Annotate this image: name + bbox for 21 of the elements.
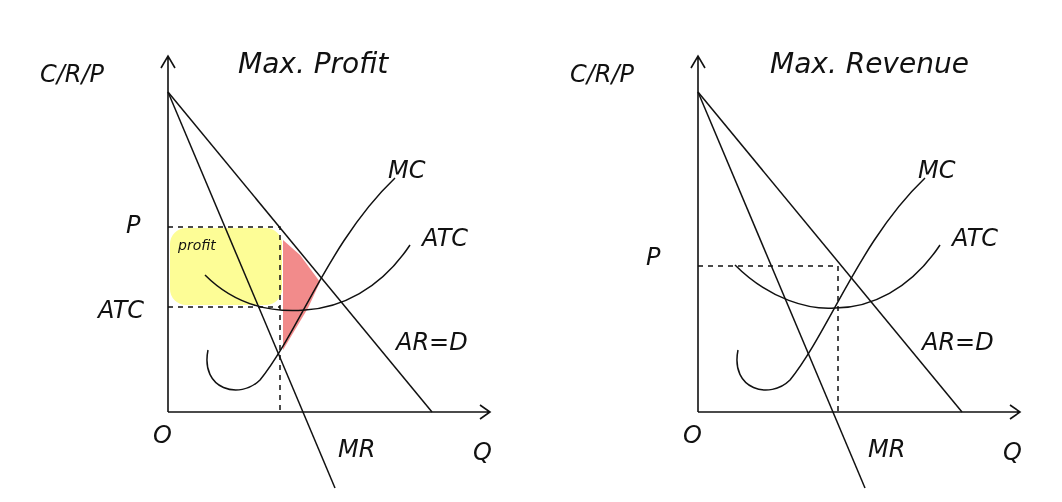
axis-label: AR=D: [922, 330, 994, 354]
axis-label: Q: [1003, 440, 1022, 464]
axis-label: MR: [338, 437, 376, 461]
axis-label: O: [683, 423, 702, 447]
graph-heading: Max. Profit: [238, 50, 389, 78]
axis-label: MC: [918, 158, 956, 182]
axis-label: C/R/P: [40, 62, 105, 86]
axis-label: MC: [388, 158, 426, 182]
area-label: profit: [178, 238, 216, 252]
axis-label: C/R/P: [570, 62, 635, 86]
axis-label: P: [646, 245, 661, 269]
profit-area: [170, 228, 282, 305]
axis-label: AR=D: [396, 330, 468, 354]
graph-heading: Max. Revenue: [770, 50, 969, 78]
axis-label: Q: [473, 440, 492, 464]
axis-label: ATC: [952, 226, 999, 250]
axis-label: ATC: [98, 298, 145, 322]
axis-label: ATC: [422, 226, 469, 250]
axis-label: P: [126, 213, 141, 237]
axis-label: MR: [868, 437, 906, 461]
axis-label: O: [153, 423, 172, 447]
